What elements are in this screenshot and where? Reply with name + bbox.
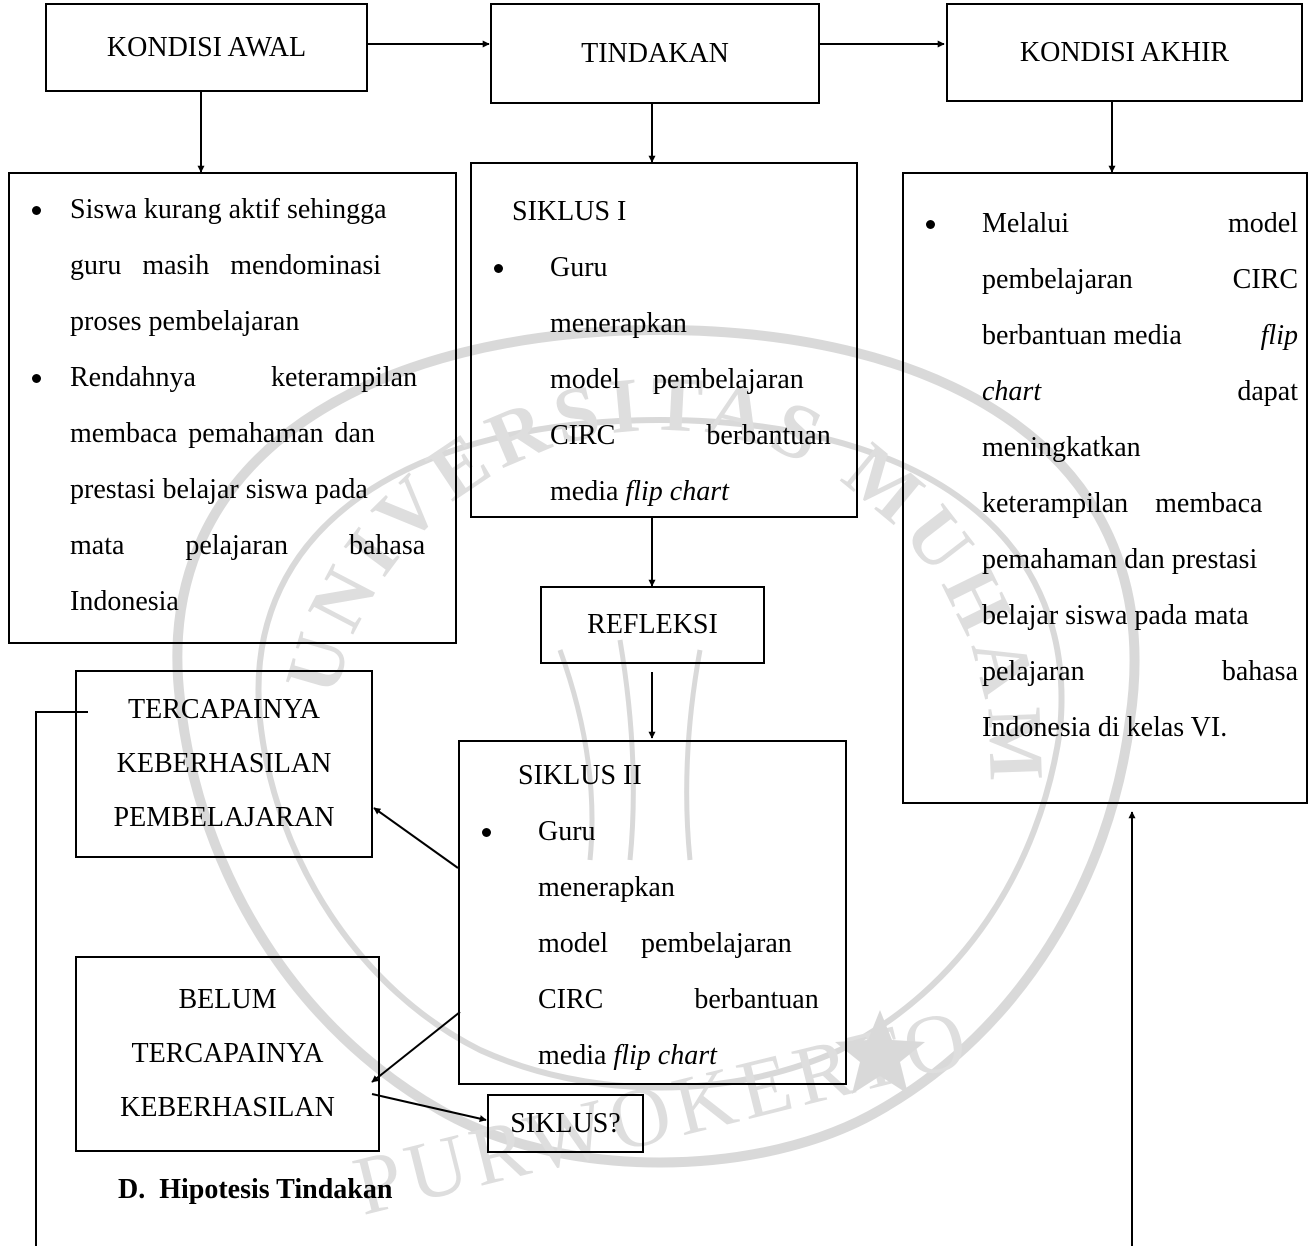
akhir-line-9: pelajaran bahasa	[982, 644, 1298, 700]
siklus1-heading: SIKLUS I	[512, 196, 627, 227]
label-tindakan: TINDAKAN	[581, 37, 729, 69]
awal-b2-line-3: prestasi belajar siswa pada	[70, 474, 368, 505]
akhir-line-2: pembelajaran CIRC	[982, 252, 1298, 308]
label-siklus-question: SIKLUS?	[510, 1107, 621, 1139]
akhir-l9b: bahasa	[1221, 656, 1298, 687]
akhir-line-10: Indonesia di kelas VI.	[982, 712, 1228, 743]
label-kondisi-awal: KONDISI AWAL	[106, 31, 307, 63]
siklus2-line-4-prefix: media	[538, 1040, 614, 1071]
tercapai-line-2: KEBERHASILAN	[116, 748, 332, 779]
siklus2-line-1: Guru menerapkan	[538, 816, 675, 903]
label-refleksi: REFLEKSI	[587, 609, 718, 640]
akhir-line-3: berbantuan media flip	[982, 308, 1298, 364]
box-belum: BELUM TERCAPAINYA KEBERHASILAN	[75, 956, 380, 1152]
siklus2-line-4-italic: flip chart	[613, 1040, 717, 1071]
box-siklus-1: SIKLUS I Guru menerapkan model pembelaja…	[470, 162, 858, 518]
awal-b2-line-4: mata pelajaran bahasa	[70, 530, 426, 561]
akhir-l2a: pembelajaran	[982, 264, 1133, 295]
siklus1-list: Guru menerapkan model pembelajaran CIRC …	[472, 240, 836, 520]
box-tindakan: TINDAKAN	[490, 3, 820, 104]
belum-line-1: BELUM	[178, 984, 277, 1015]
akhir-l1b: model	[1228, 208, 1298, 239]
label-kondisi-akhir: KONDISI AKHIR	[1019, 36, 1230, 68]
akhir-line-5: meningkatkan	[982, 432, 1141, 463]
akhir-l9a: pelajaran	[982, 656, 1085, 687]
siklus2-line-2: model pembelajaran	[538, 928, 792, 959]
box-kondisi-awal: KONDISI AWAL	[45, 3, 368, 92]
akhir-l4b: dapat	[1237, 376, 1298, 407]
akhir-bullet: Melalui model pembelajaran CIRC berbantuan…	[904, 196, 1298, 756]
box-awal-detail: Siswa kurang aktif sehingga guru masih m…	[8, 172, 457, 644]
siklus1-bullet: Guru menerapkan model pembelajaran CIRC …	[472, 240, 836, 520]
siklus1-line-3: CIRC berbantuan	[550, 420, 831, 451]
box-siklus-2: SIKLUS II Guru menerapkan model pembelaj…	[458, 740, 847, 1085]
tercapai-line-3: PEMBELAJARAN	[113, 802, 335, 833]
siklus2-line-3: CIRC berbantuan	[538, 984, 819, 1015]
siklus1-line-1: Guru menerapkan	[550, 252, 687, 339]
akhir-l1a: Melalui	[982, 208, 1070, 239]
awal-b2-line-5: Indonesia	[70, 586, 179, 617]
akhir-l4a: chart	[982, 376, 1042, 407]
box-refleksi: REFLEKSI	[540, 586, 765, 664]
akhir-line-7: pemahaman dan prestasi	[982, 544, 1258, 575]
siklus2-heading: SIKLUS II	[518, 760, 642, 791]
akhir-line-6: keterampilan membaca	[982, 488, 1263, 519]
box-akhir-detail: Melalui model pembelajaran CIRC berbantuan…	[902, 172, 1308, 804]
awal-bullet-list: Siswa kurang aktif sehingga guru masih m…	[10, 182, 435, 630]
awal-b1-line-2: guru masih mendominasi	[70, 250, 382, 281]
siklus1-line-4-prefix: media	[550, 476, 626, 507]
arrow-belum-to-siklusq	[371, 1093, 487, 1123]
akhir-l2b: CIRC	[1232, 264, 1298, 295]
belum-line-3: KEBERHASILAN	[120, 1092, 335, 1123]
akhir-line-1: Melalui model	[982, 196, 1298, 252]
siklus2-bullet: Guru menerapkan model pembelajaran CIRC …	[460, 804, 825, 1084]
siklus1-line-2: model pembelajaran	[550, 364, 804, 395]
akhir-l3b: flip	[1260, 320, 1298, 351]
akhir-line-8: belajar siswa pada mata	[982, 600, 1249, 631]
box-tercapai: TERCAPAINYA KEBERHASILAN PEMBELAJARAN	[75, 670, 373, 858]
section-title: D. Hipotesis Tindakan	[118, 1174, 393, 1205]
awal-bullet-1: Siswa kurang aktif sehingga guru masih m…	[10, 182, 435, 350]
siklus2-list: Guru menerapkan model pembelajaran CIRC …	[460, 804, 825, 1084]
awal-bullet-2: Rendahnya keterampilan membaca pemahaman…	[10, 350, 435, 630]
tercapai-line-1: TERCAPAINYA	[128, 694, 320, 725]
awal-b1-line-3: proses pembelajaran	[70, 306, 300, 337]
watermark-star-icon	[835, 1010, 925, 1094]
akhir-line-4: chart dapat	[982, 364, 1298, 420]
akhir-list: Melalui model pembelajaran CIRC berbantuan…	[904, 196, 1298, 756]
box-siklus-question: SIKLUS?	[487, 1094, 644, 1153]
awal-b2-line-1: Rendahnya keterampilan	[70, 362, 418, 393]
awal-b1-line-1: Siswa kurang aktif sehingga	[70, 194, 387, 225]
box-kondisi-akhir: KONDISI AKHIR	[946, 3, 1303, 102]
siklus2-line-4: media flip chart	[538, 1028, 825, 1084]
belum-line-2: TERCAPAINYA	[131, 1038, 324, 1069]
arrow-siklus2-to-belum	[371, 1011, 461, 1083]
arrow-siklus2-to-tercapai	[373, 807, 459, 869]
siklus1-line-4-italic: flip chart	[625, 476, 729, 507]
awal-b2-line-2: membaca pemahaman dan	[70, 418, 375, 449]
siklus1-line-4: media flip chart	[550, 464, 836, 520]
akhir-l3a: berbantuan media	[982, 320, 1182, 351]
